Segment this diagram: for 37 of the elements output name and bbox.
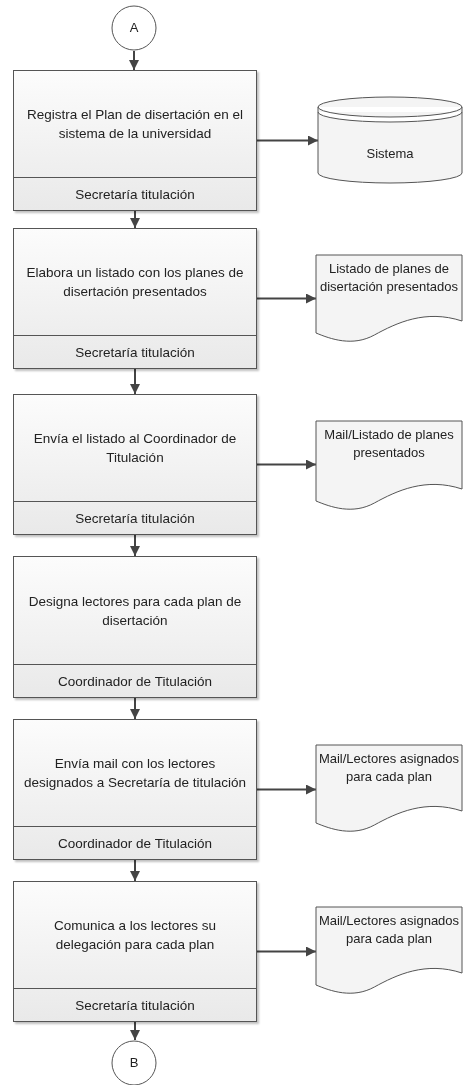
role-label: Secretaría titulación — [75, 186, 195, 202]
arrow — [256, 135, 319, 146]
document-label: Listado de planes de disertación presentados — [319, 260, 459, 296]
process-text: Elabora un listado con los planes de disertación presentados — [25, 264, 245, 301]
process-box — [13, 881, 257, 1022]
role-label: Secretaría titulación — [75, 997, 195, 1013]
process-text: Designa lectores para cada plan de disertación — [27, 592, 243, 630]
arrow — [130, 368, 140, 395]
arrow — [256, 784, 317, 795]
connector-label: A — [128, 19, 140, 37]
process-box — [13, 228, 257, 369]
process-text: Comunica a los lectores su delegación para cada plan — [52, 917, 218, 954]
connector-label: B — [128, 1054, 140, 1072]
process-text: Envía mail con los lectores designados a Secretaría de titulación — [22, 755, 248, 792]
role-label: Coordinador de Titulación — [58, 673, 212, 689]
document-label: Mail/Lectores asignados para cada plan — [318, 912, 460, 948]
arrow — [256, 293, 317, 304]
arrow — [130, 859, 140, 882]
role-label: Secretaría titulación — [75, 344, 195, 360]
arrow — [130, 534, 140, 557]
process-text: Envía el listado al Coordinador de Titulación — [32, 430, 238, 467]
document-label: Mail/Listado de planes presentados — [323, 426, 455, 462]
arrow — [129, 50, 139, 71]
process-box — [13, 556, 257, 698]
arrow — [256, 459, 317, 470]
process-box — [13, 394, 257, 535]
process-box — [13, 70, 257, 211]
arrow — [130, 210, 140, 229]
role-label: Secretaría titulación — [75, 510, 195, 526]
process-text: Registra el Plan de disertación en el sistema de la universidad — [25, 106, 245, 143]
process-box — [13, 719, 257, 860]
role-label: Coordinador de Titulación — [58, 835, 212, 851]
arrow — [130, 1021, 140, 1041]
arrow — [130, 697, 140, 720]
document-label: Mail/Lectores asignados para cada plan — [318, 750, 460, 786]
database-label: Sistema — [365, 145, 415, 163]
arrow — [256, 946, 317, 957]
